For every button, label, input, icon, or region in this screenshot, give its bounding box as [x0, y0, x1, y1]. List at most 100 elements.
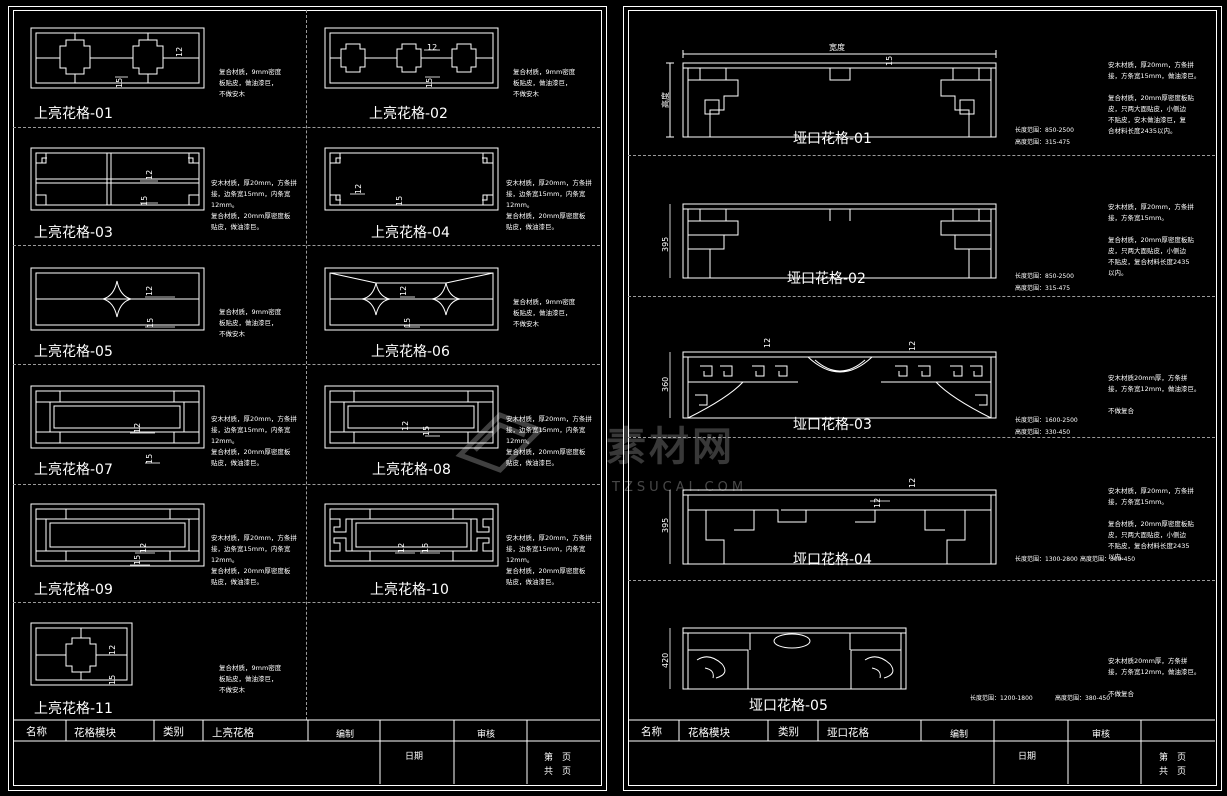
right-tb-name-label: 名称	[641, 726, 662, 738]
svg-text:15: 15	[421, 543, 430, 553]
lattice-title-06: 上亮花格-06	[371, 344, 450, 360]
lattice-04-drawing	[324, 147, 499, 211]
left-drawing-frame	[13, 10, 602, 786]
svg-text:宽度: 宽度	[829, 42, 845, 52]
left-drawings	[30, 27, 499, 686]
archway-05-drawing	[682, 627, 907, 690]
archway-note-03: 安木材质20mm厚，方条拼 接，方条宽12mm，做油漆巨。 不做复合	[1108, 374, 1201, 415]
right-dim-labels: 宽度 高度 15 395 360 12 12 395 12 12 420	[660, 42, 917, 668]
svg-text:12: 12	[145, 286, 154, 296]
lattice-note-10: 安木材质，厚20mm，方条拼 接，边条宽15mm，内条宽 12mm。 复合材质，…	[506, 534, 592, 586]
right-tb-name-value: 花格模块	[688, 727, 730, 739]
svg-text:420: 420	[661, 653, 670, 668]
right-tb-editor-label: 编制	[950, 730, 969, 740]
lattice-note-04: 安木材质，厚20mm，方条拼 接，边条宽15mm，内条宽 12mm。 复合材质，…	[506, 179, 592, 231]
left-tb-date-label: 日期	[405, 752, 424, 762]
archway-title-01: 垭口花格-01	[793, 131, 872, 147]
left-tb-type-value: 上亮花格	[212, 727, 254, 739]
svg-text:360: 360	[661, 377, 670, 392]
left-tb-total-label: 共 页	[544, 767, 572, 777]
left-tb-page-label: 第 页	[544, 753, 572, 763]
svg-text:12: 12	[354, 184, 363, 194]
svg-text:高度: 高度	[660, 92, 670, 108]
lattice-note-05: 复合材质，9mm密度 板贴皮，做油漆巨， 不做安木	[219, 308, 282, 338]
lattice-note-03: 安木材质，厚20mm，方条拼 接，边条宽15mm，内条宽 12mm。 复合材质，…	[211, 179, 297, 231]
svg-text:12: 12	[397, 543, 406, 553]
svg-text:12: 12	[427, 43, 437, 52]
archway-title-05: 垭口花格-05	[749, 698, 828, 714]
lattice-07-drawing	[30, 385, 205, 449]
svg-text:15: 15	[422, 426, 431, 436]
svg-text:12: 12	[763, 338, 772, 348]
svg-text:12: 12	[145, 170, 154, 180]
lattice-title-03: 上亮花格-03	[34, 225, 113, 241]
svg-text:12: 12	[108, 645, 117, 655]
lattice-title-08: 上亮花格-08	[372, 462, 451, 478]
lattice-09-drawing	[30, 503, 205, 567]
archway-title-04: 垭口花格-04	[793, 552, 872, 568]
archway-01-drawing	[666, 50, 997, 138]
left-dim-labels: 12 15 12 15 12 15 12 15 12 15 12 15 12 1…	[108, 43, 437, 685]
watermark-url: TZSUCAI.COM	[612, 480, 748, 495]
lattice-title-11: 上亮花格-11	[34, 701, 113, 717]
svg-text:12: 12	[139, 543, 148, 553]
archway-range-h-03: 高度范围：330-450	[1015, 429, 1071, 436]
lattice-note-07: 安木材质，厚20mm，方条拼 接，边条宽15mm，内条宽 12mm。 复合材质，…	[211, 415, 297, 467]
lattice-10-drawing	[324, 503, 499, 567]
archway-03-drawing	[682, 351, 997, 419]
left-tb-review-label: 审核	[477, 730, 496, 740]
archway-range-len-04: 长度范围：1300-2800	[1015, 556, 1078, 563]
svg-text:395: 395	[661, 518, 670, 533]
watermark-text: 素材网	[606, 424, 735, 470]
svg-text:15: 15	[133, 555, 142, 565]
lattice-title-02: 上亮花格-02	[369, 106, 448, 122]
archway-range-h-01: 高度范围：315-475	[1015, 139, 1071, 146]
watermark-logo-icon	[455, 412, 545, 473]
svg-text:15: 15	[403, 318, 412, 328]
archway-note-01: 安木材质，厚20mm，方条拼 接，方条宽15mm，做油漆巨。 复合材质，20mm…	[1108, 61, 1201, 135]
svg-text:15: 15	[115, 78, 124, 88]
right-tb-date-label: 日期	[1018, 752, 1037, 762]
lattice-05-drawing	[30, 267, 205, 331]
archway-range-h-05: 高度范围：380-450	[1055, 695, 1111, 702]
left-titleblock	[13, 719, 600, 784]
right-drawings	[666, 50, 997, 690]
archway-04-drawing	[682, 489, 997, 565]
right-tb-type-label: 类别	[778, 726, 799, 738]
lattice-06-drawing	[324, 267, 499, 331]
left-tb-type-label: 类别	[163, 726, 184, 738]
lattice-11-drawing	[30, 622, 133, 686]
svg-text:15: 15	[140, 196, 149, 206]
left-tb-name-label: 名称	[26, 726, 47, 738]
right-tb-type-value: 垭口花格	[827, 727, 869, 739]
archway-note-05: 安木材质20mm厚，方条拼 接，方条宽12mm，做油漆巨。 不做复合	[1108, 657, 1201, 698]
left-sheet	[8, 6, 607, 791]
archway-title-02: 垭口花格-02	[787, 271, 866, 287]
archway-range-len-03: 长度范围：1600-2500	[1015, 417, 1078, 424]
lattice-03-drawing	[30, 147, 205, 211]
lattice-title-01: 上亮花格-01	[34, 106, 113, 122]
svg-text:15: 15	[108, 675, 117, 685]
archway-02-drawing	[682, 203, 997, 279]
svg-text:15: 15	[885, 56, 894, 66]
svg-text:15: 15	[395, 196, 404, 206]
right-sheet	[623, 6, 1222, 791]
lattice-02-drawing	[324, 27, 499, 89]
lattice-note-08: 安木材质，厚20mm，方条拼 接，边条宽15mm，内条宽 12mm。 复合材质，…	[506, 415, 592, 467]
archway-range-h-04: 高度范围：300-450	[1080, 556, 1136, 563]
lattice-title-10: 上亮花格-10	[370, 582, 449, 598]
right-tb-review-label: 审核	[1092, 730, 1111, 740]
svg-text:12: 12	[908, 478, 917, 488]
svg-text:12: 12	[401, 421, 410, 431]
svg-text:15: 15	[145, 454, 154, 464]
right-drawing-frame	[628, 10, 1217, 786]
left-tb-name-value: 花格模块	[74, 727, 116, 739]
svg-text:15: 15	[146, 318, 155, 328]
archway-range-len-02: 长度范围：850-2500	[1015, 273, 1074, 280]
lattice-note-09: 安木材质，厚20mm，方条拼 接，边条宽15mm，内条宽 12mm。 复合材质，…	[211, 534, 297, 586]
left-column-divider	[306, 10, 307, 720]
archway-note-02: 安木材质，厚20mm，方条拼 接，方条宽15mm。 复合材质，20mm厚密度板贴…	[1108, 203, 1194, 277]
svg-text:395: 395	[661, 237, 670, 252]
left-tb-editor-label: 编制	[336, 730, 355, 740]
